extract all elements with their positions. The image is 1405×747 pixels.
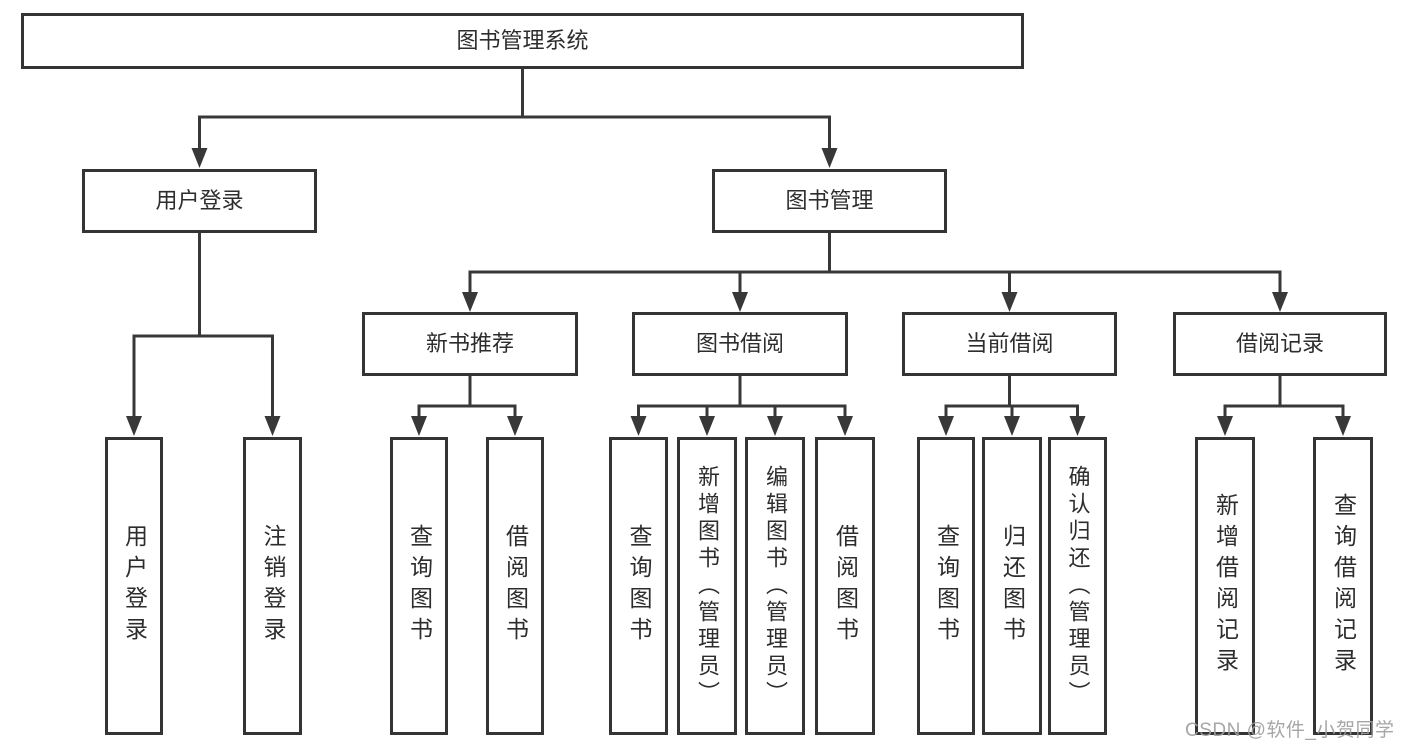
csdn-watermark: CSDN @软件_小贺同学: [1185, 720, 1395, 741]
leaf-query-books-recommend: 查询图书: [390, 437, 448, 735]
node-library-management-system: 图书管理系统: [21, 13, 1024, 69]
leaf-add-books-admin: 新增图书（管理员）: [677, 437, 737, 735]
leaf-confirm-return-admin: 确认归还（管理员）: [1048, 437, 1107, 735]
leaf-query-books-borrow: 查询图书: [609, 437, 668, 735]
leaf-query-books-current: 查询图书: [917, 437, 975, 735]
node-user-login: 用户登录: [82, 169, 317, 233]
node-book-management: 图书管理: [712, 169, 947, 233]
node-borrowing-records: 借阅记录: [1173, 312, 1387, 376]
node-book-borrowing: 图书借阅: [632, 312, 848, 376]
leaf-user-login: 用户登录: [105, 437, 163, 735]
leaf-query-borrow-record: 查询借阅记录: [1313, 437, 1373, 735]
leaf-borrow-books: 借阅图书: [815, 437, 875, 735]
leaf-return-books: 归还图书: [982, 437, 1042, 735]
leaf-borrow-books-recommend: 借阅图书: [486, 437, 544, 735]
node-new-book-recommendation: 新书推荐: [362, 312, 578, 376]
node-current-borrowing: 当前借阅: [902, 312, 1117, 376]
leaf-add-borrow-record: 新增借阅记录: [1195, 437, 1255, 735]
leaf-logout: 注销登录: [243, 437, 302, 735]
leaf-edit-books-admin: 编辑图书（管理员）: [745, 437, 805, 735]
